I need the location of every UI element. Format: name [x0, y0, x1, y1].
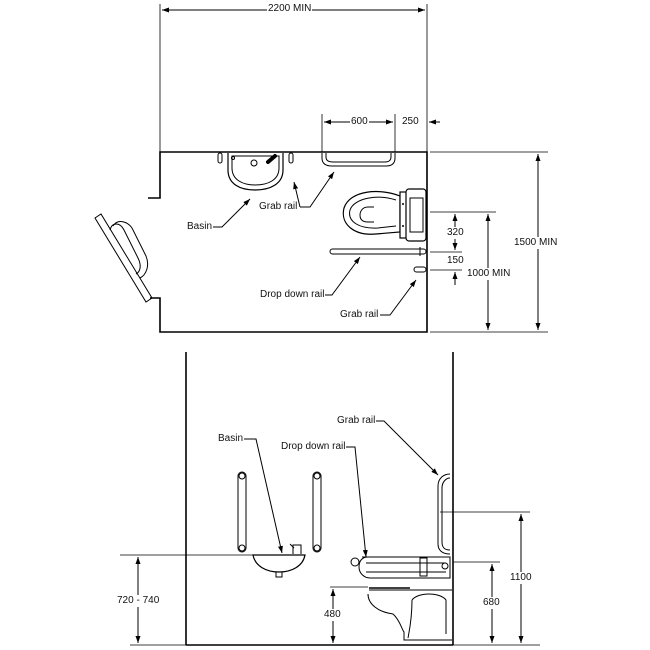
grab-rail-wall-plan	[413, 266, 427, 273]
elevation-basin-label: Basin	[217, 433, 245, 445]
drop-down-rail-plan	[329, 248, 427, 255]
plan-walls	[148, 151, 428, 333]
dim-grab-rail-length-label: 600	[350, 116, 369, 128]
dim-room-width-label: 1500 MIN	[513, 237, 559, 249]
dim-toilet-to-rail-label: 320	[446, 227, 465, 239]
drop-down-rail-label: Drop down rail	[259, 289, 326, 301]
dim-drop-rail-height-label: 680	[482, 597, 501, 609]
plan-view	[94, 4, 548, 333]
elevation-drop-down-rail-label: Drop down rail	[280, 441, 347, 453]
grab-rail-post-right	[288, 152, 294, 164]
door	[94, 213, 153, 303]
dim-grab-rail-height-label: 1100	[509, 572, 533, 584]
drop-down-rail-elevation	[350, 556, 451, 579]
dim-seat-height-label: 480	[323, 609, 342, 621]
grab-rail-horizontal	[321, 153, 396, 167]
grab-rail-post-left	[217, 152, 223, 164]
elevation-grab-rail-label: Grab rail	[336, 415, 377, 427]
basin-plan	[227, 153, 284, 191]
grab-rail-wall-label: Grab rail	[339, 309, 380, 321]
dim-room-length-label: 2200 MIN	[267, 3, 313, 15]
grab-rail-label: Grab rail	[258, 201, 299, 213]
grab-rail-elevation	[437, 473, 451, 555]
elevation-view	[120, 352, 540, 646]
dim-toilet-clearance-label: 1000 MIN	[466, 268, 512, 280]
basin-label: Basin	[186, 221, 214, 233]
basin-elevation	[252, 543, 306, 578]
dim-grab-rail-offset-label: 250	[401, 116, 420, 128]
dim-rail-spacing-label: 150	[446, 255, 465, 267]
toilet-elevation	[367, 587, 452, 641]
basin-grab-rails	[237, 471, 322, 553]
dim-basin-height-label: 720 - 740	[116, 595, 161, 607]
toilet-plan	[342, 188, 427, 242]
